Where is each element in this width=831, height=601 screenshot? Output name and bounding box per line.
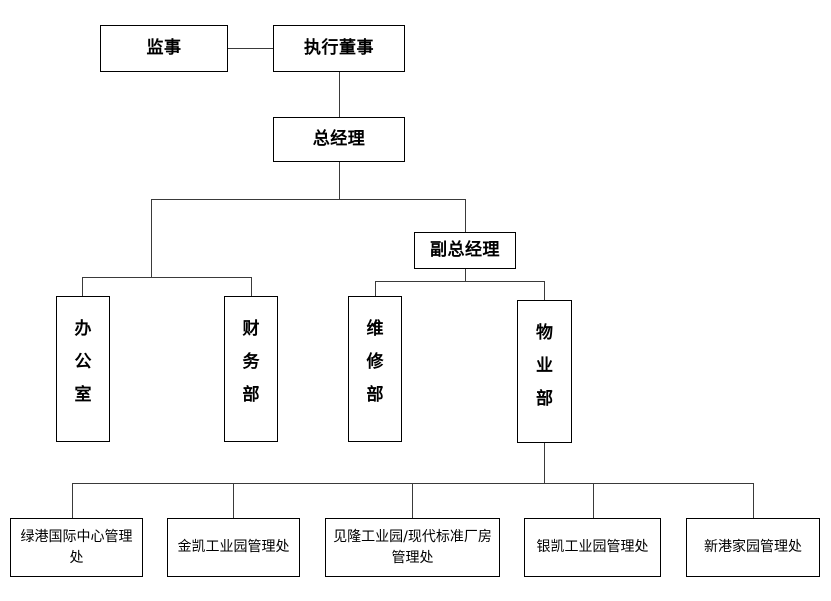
edge-property-dept-stem	[544, 443, 545, 483]
node-maintenance-dept[interactable]: 维修部	[348, 296, 402, 442]
edge-to-office	[82, 277, 83, 296]
node-site-4[interactable]: 银凯工业园管理处	[524, 518, 661, 577]
edge-general-manager-left-leg	[151, 199, 152, 277]
node-office[interactable]: 办公室	[56, 296, 110, 442]
edge-to-site-2	[233, 483, 234, 518]
node-site-3-label: 见隆工业园/现代标准厂房管理处	[333, 528, 492, 566]
node-finance-dept-label: 财务部	[242, 319, 260, 406]
edge-general-manager-bus	[151, 199, 466, 200]
node-maintenance-dept-label: 维修部	[366, 319, 384, 406]
node-general-manager[interactable]: 总经理	[273, 117, 405, 162]
node-executive-director-label: 执行董事	[304, 38, 374, 59]
node-site-5[interactable]: 新港家园管理处	[686, 518, 820, 577]
node-office-label: 办公室	[74, 319, 92, 406]
edge-site-bus	[72, 483, 754, 484]
node-site-1[interactable]: 绿港国际中心管理处	[10, 518, 143, 577]
node-supervisor[interactable]: 监事	[100, 25, 228, 72]
edge-to-site-4	[593, 483, 594, 518]
node-site-3[interactable]: 见隆工业园/现代标准厂房管理处	[325, 518, 500, 577]
edge-general-manager-right-leg	[465, 199, 466, 232]
edge-admin-bus	[82, 277, 252, 278]
edge-executive-director-to-general-manager	[339, 72, 340, 117]
edge-deputy-general-manager-stem	[465, 268, 466, 281]
node-executive-director[interactable]: 执行董事	[273, 25, 405, 72]
edge-to-site-3	[412, 483, 413, 518]
edge-to-maintenance-dept	[375, 281, 376, 296]
node-supervisor-label: 监事	[146, 38, 182, 59]
edge-to-site-1	[72, 483, 73, 518]
node-property-dept-label: 物业部	[536, 323, 554, 410]
node-general-manager-label: 总经理	[312, 129, 366, 150]
node-site-2-label: 金凯工业园管理处	[177, 539, 290, 555]
node-finance-dept[interactable]: 财务部	[224, 296, 278, 442]
edge-supervisor-to-executive-director	[227, 48, 274, 49]
edge-deputy-general-manager-bus	[375, 281, 545, 282]
node-site-1-label: 绿港国际中心管理处	[20, 528, 133, 566]
edge-to-site-5	[753, 483, 754, 518]
edge-general-manager-stem	[339, 161, 340, 199]
edge-to-finance-dept	[251, 277, 252, 296]
node-deputy-general-manager[interactable]: 副总经理	[414, 232, 516, 269]
node-deputy-general-manager-label: 副总经理	[430, 240, 500, 261]
node-site-5-label: 新港家园管理处	[704, 539, 802, 555]
node-site-2[interactable]: 金凯工业园管理处	[167, 518, 300, 577]
edge-to-property-dept	[544, 281, 545, 300]
node-property-dept[interactable]: 物业部	[517, 300, 572, 443]
node-site-4-label: 银凯工业园管理处	[536, 539, 649, 555]
